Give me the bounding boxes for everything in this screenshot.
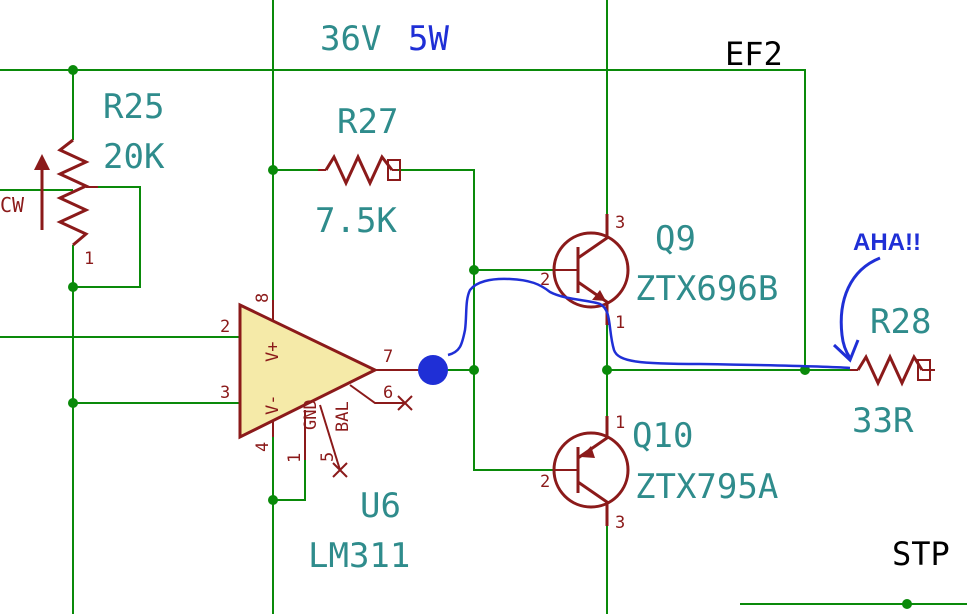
r25-potentiometer: R25 20K CW 1 (0, 87, 165, 269)
r25-pin1: 1 (84, 249, 94, 269)
r28-resistor: R28 33R (850, 302, 935, 441)
q9-transistor: 3 2 1 Q9 ZTX696B (540, 213, 778, 333)
r27-value: 7.5K (315, 201, 397, 241)
net-label-stp: STP (892, 535, 950, 573)
annotation-arrowhead-icon (832, 339, 860, 363)
u6-pin5: 5 (318, 452, 338, 462)
q9-ref: Q9 (655, 219, 696, 259)
supply-voltage-label: 36V (320, 19, 381, 59)
u6-pin3: 3 (220, 383, 230, 403)
q10-pin2: 2 (540, 472, 550, 492)
u6-pin6: 6 (383, 383, 393, 403)
u6-value: LM311 (308, 536, 410, 576)
u6-ref: U6 (360, 486, 401, 526)
u6-vminus-label: V- (263, 395, 283, 415)
q9-pin2: 2 (540, 270, 550, 290)
r28-value: 33R (852, 401, 914, 441)
highlight-dot (418, 355, 448, 385)
u6-pin2: 2 (220, 317, 230, 337)
q10-ref: Q10 (632, 416, 693, 456)
net-label-ef2: EF2 (725, 35, 783, 73)
u6-vplus-label: V+ (263, 342, 283, 362)
r25-cw-label: CW (0, 193, 25, 217)
annotation-trace-line (447, 277, 851, 370)
u6-pin8: 8 (253, 293, 273, 303)
q10-transistor: 1 2 3 Q10 ZTX795A (540, 413, 778, 533)
annotation-aha-text: AHA!! (853, 229, 921, 256)
q10-value: ZTX795A (635, 467, 778, 507)
supply-power-label: 5W (408, 19, 449, 59)
r27-ref: R27 (337, 102, 398, 142)
u6-gnd-label: GND (301, 399, 321, 430)
r25-value: 20K (103, 137, 165, 177)
q9-pin3: 3 (615, 213, 625, 233)
u6-comparator: 2 3 8 4 7 6 1 5 V+ V- GND BAL U6 LM311 (220, 293, 433, 576)
u6-pin1: 1 (285, 453, 305, 463)
annotation-arrow-icon (839, 256, 881, 359)
r25-ref: R25 (103, 87, 164, 127)
q9-pin1: 1 (615, 313, 625, 333)
r28-ref: R28 (870, 302, 931, 342)
hand-annotation: AHA!! (418, 229, 921, 385)
u6-pin7: 7 (383, 347, 393, 367)
u6-pin4: 4 (253, 442, 273, 452)
u6-bal-label: BAL (333, 401, 353, 432)
r27-resistor: R27 7.5K (315, 102, 401, 241)
q9-value: ZTX696B (635, 269, 778, 309)
junctions (68, 65, 912, 609)
q10-pin1: 1 (615, 413, 625, 433)
q10-pin3: 3 (615, 513, 625, 533)
